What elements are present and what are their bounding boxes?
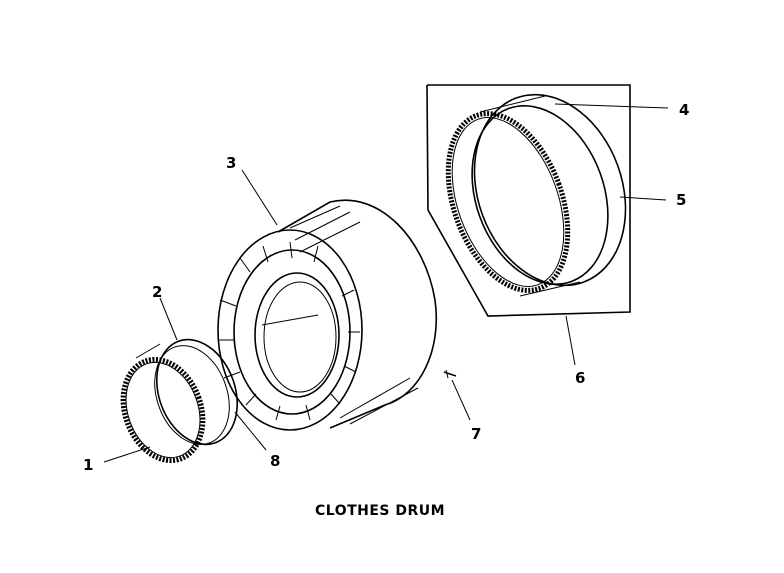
rear-seal-ring (445, 93, 627, 297)
drum-body (217, 199, 437, 431)
callout-6: 6 (575, 369, 585, 387)
callout-2: 2 (152, 283, 162, 301)
callout-1: 1 (83, 456, 93, 474)
drum-face-ribs (218, 241, 360, 421)
seal-assembly-box (426, 84, 631, 317)
diagram-title: CLOTHES DRUM (315, 503, 445, 519)
screw-part (443, 369, 457, 379)
callout-7: 7 (471, 425, 481, 443)
callout-3: 3 (226, 154, 236, 172)
callout-4: 4 (679, 101, 689, 119)
leader-lines (103, 103, 669, 463)
callout-8: 8 (270, 452, 280, 470)
callout-5: 5 (676, 191, 686, 209)
front-seal-rings (120, 338, 239, 464)
